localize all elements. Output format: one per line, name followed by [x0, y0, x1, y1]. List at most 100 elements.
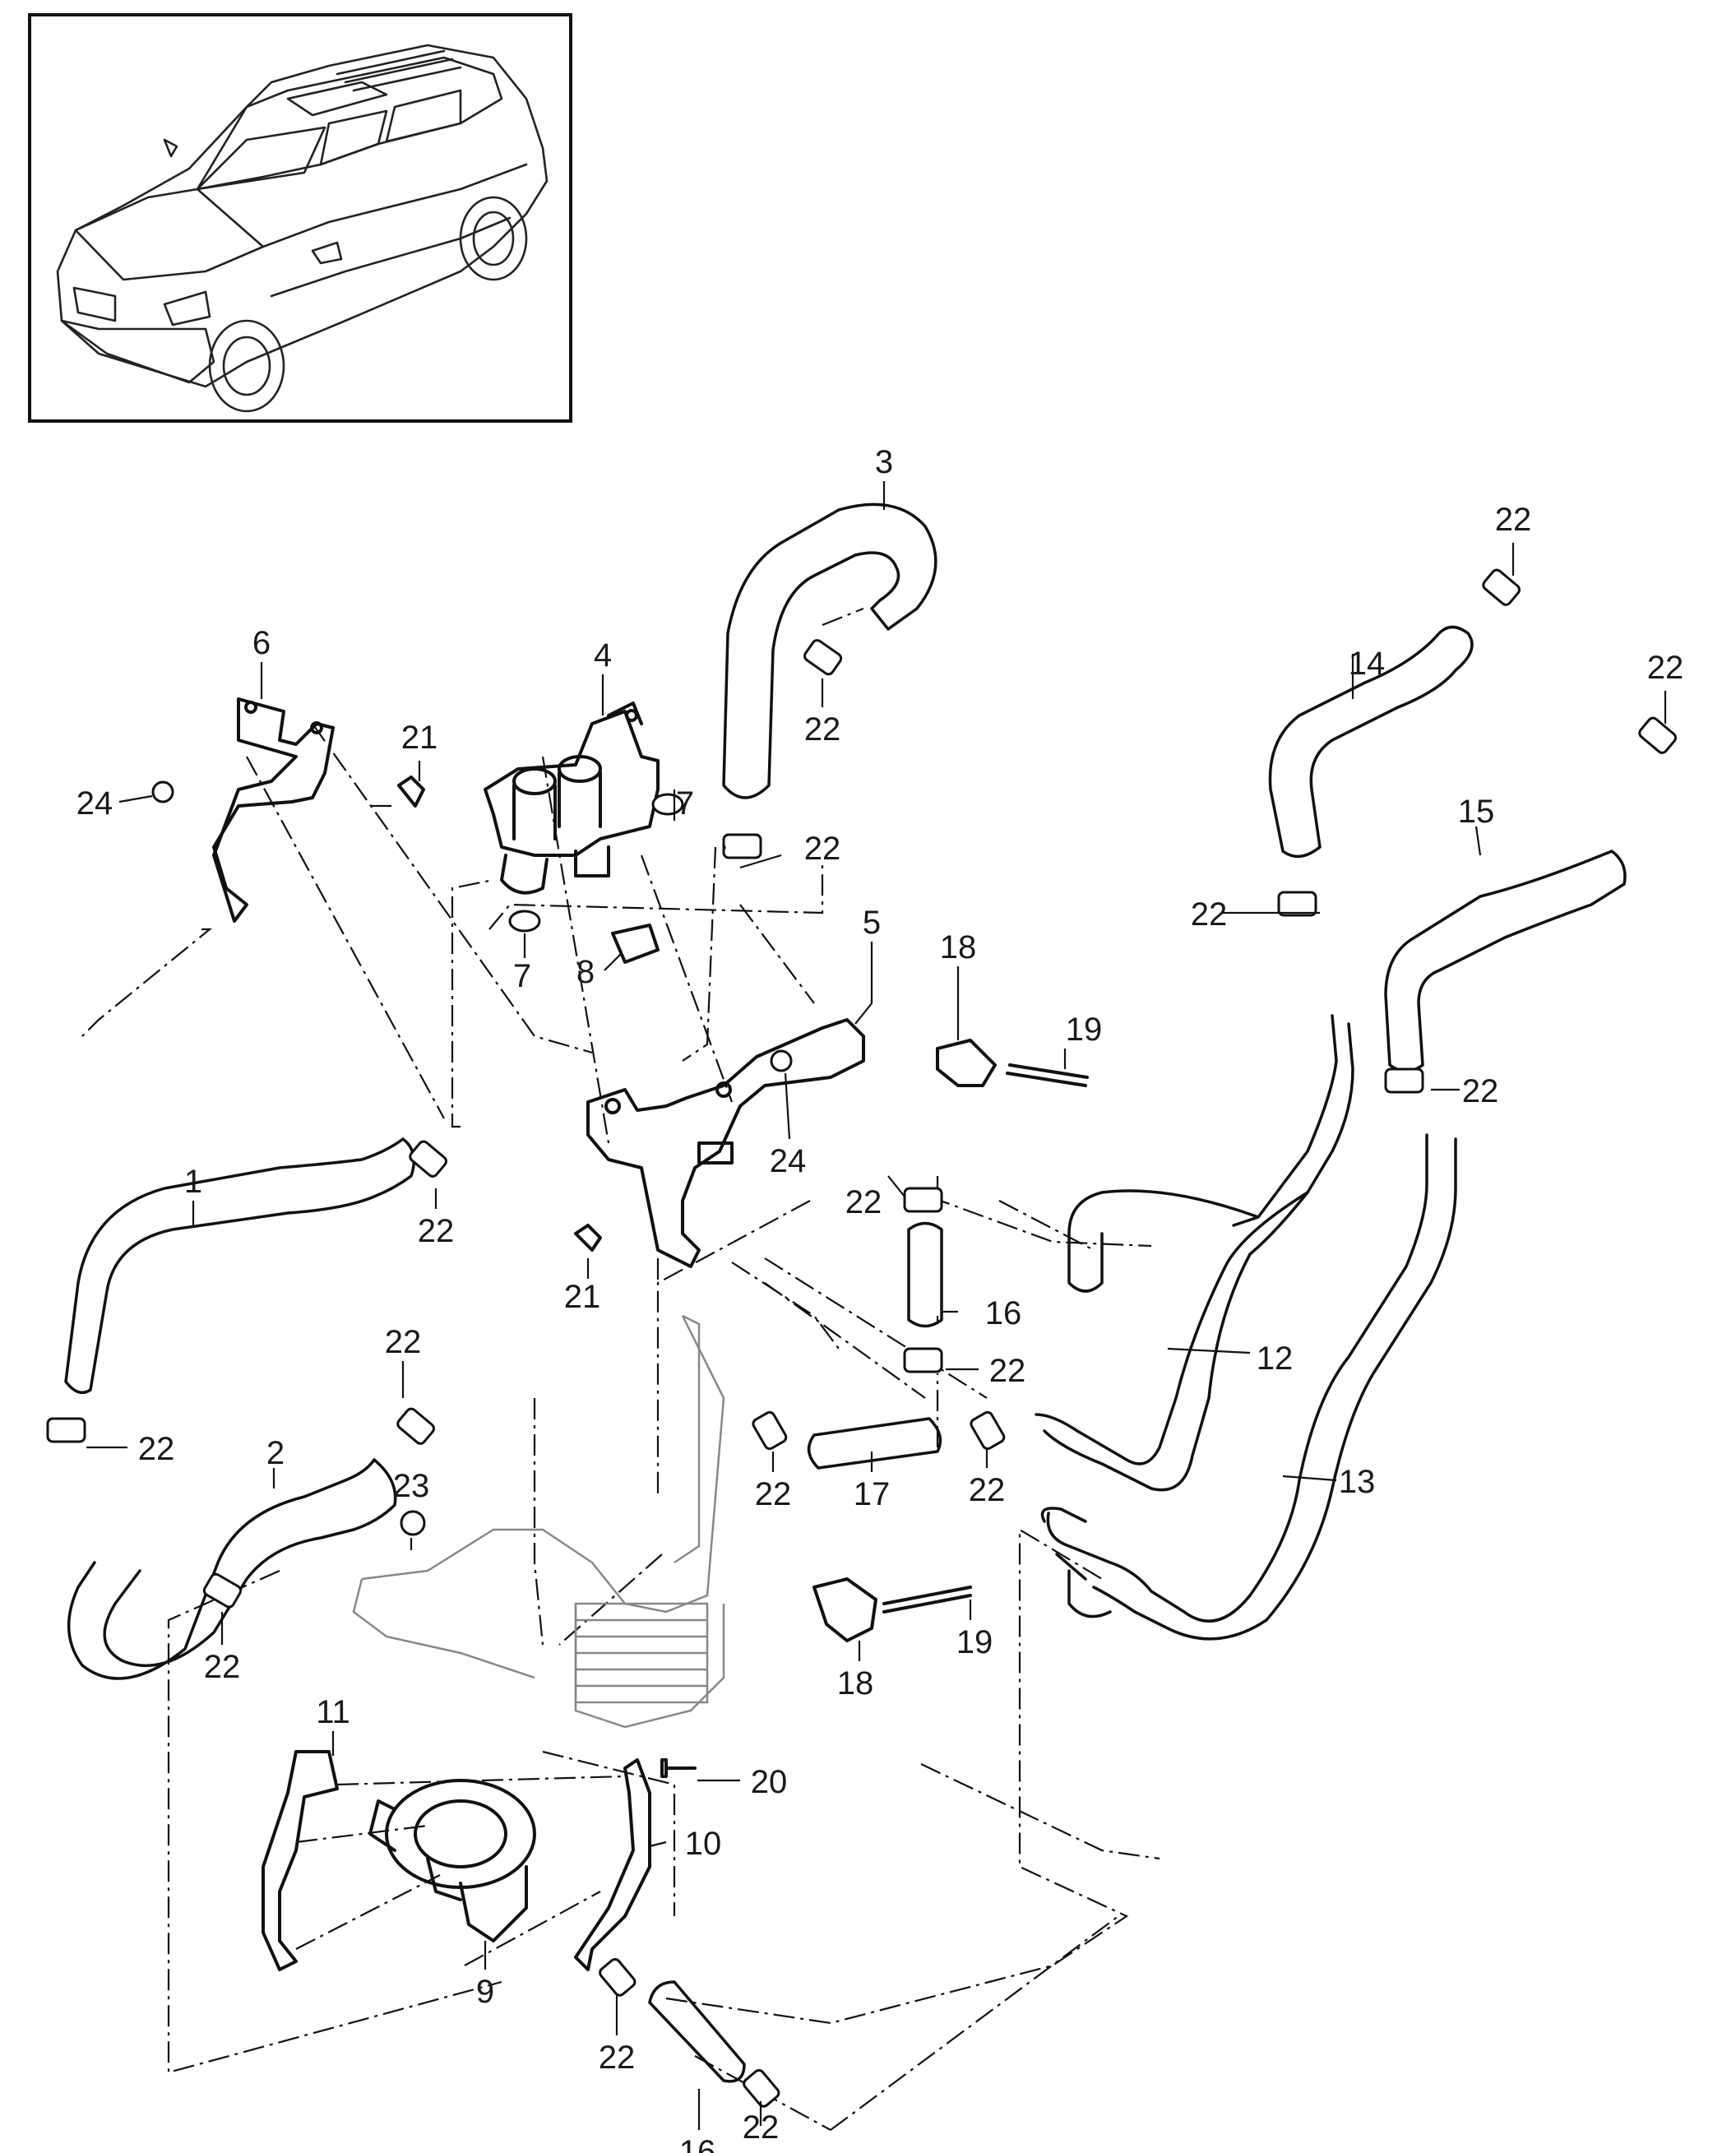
label-22-9: 22 — [385, 1324, 422, 1360]
heater-valve-4 — [484, 701, 660, 895]
label-22-13: 22 — [755, 1476, 792, 1512]
clamp-22-2 — [722, 833, 762, 859]
clamps-22 — [46, 568, 1678, 2108]
bracket-5 — [586, 1018, 865, 1268]
hose-16-lower — [648, 1980, 746, 2083]
label-9: 9 — [476, 1974, 494, 2010]
clamp-22-14 — [970, 1410, 1006, 1451]
label-14: 14 — [1349, 646, 1386, 682]
clamp-22-7 — [409, 1140, 448, 1178]
hose-17 — [807, 1417, 942, 1470]
label-22-16: 22 — [743, 2109, 780, 2146]
components — [151, 697, 1089, 1971]
label-17: 17 — [854, 1476, 891, 1512]
leader-lines — [86, 481, 1667, 2130]
grommet-7a — [508, 910, 541, 933]
hose-16-upper — [907, 1221, 943, 1328]
connector-8 — [611, 924, 660, 964]
clamp-22-4 — [1638, 716, 1678, 754]
bolt-19-upper — [1006, 1063, 1089, 1087]
clamp-22-8 — [46, 1417, 86, 1443]
hose-3 — [722, 502, 937, 799]
label-16b: 16 — [679, 2134, 716, 2153]
label-22-11: 22 — [845, 1184, 882, 1220]
label-6: 6 — [252, 625, 271, 661]
label-11: 11 — [316, 1694, 350, 1730]
label-10: 10 — [685, 1826, 722, 1862]
hose-15 — [1384, 850, 1627, 1073]
clamp-22-13 — [752, 1410, 788, 1451]
suv-illustration — [56, 44, 549, 413]
nut-23 — [400, 1510, 426, 1536]
bracket-6 — [212, 697, 335, 923]
label-24b: 24 — [770, 1143, 807, 1179]
clamp-22-15 — [599, 1957, 637, 1997]
label-21b: 21 — [564, 1279, 601, 1315]
label-18a: 18 — [940, 929, 977, 965]
assembly-lines — [81, 607, 1160, 2131]
part-labels: 3 6 4 21 24 7 7 8 5 18 19 24 21 1 2 23 1… — [76, 444, 1684, 2153]
clamp-22-9 — [396, 1407, 436, 1445]
label-20: 20 — [751, 1764, 788, 1800]
clamp-22-10 — [202, 1572, 243, 1609]
hose-12 — [1035, 1014, 1354, 1492]
label-22-4: 22 — [1647, 650, 1684, 686]
label-13: 13 — [1339, 1464, 1376, 1500]
label-7a: 7 — [513, 958, 531, 994]
label-3: 3 — [875, 444, 893, 480]
clamp-22-1 — [803, 639, 843, 676]
label-22-2: 22 — [804, 831, 841, 867]
label-22-6: 22 — [1462, 1073, 1499, 1109]
clamp-22-5 — [1277, 891, 1317, 917]
label-22-3: 22 — [1495, 502, 1532, 538]
hose-13 — [1046, 1133, 1457, 1641]
label-7b: 7 — [676, 785, 694, 822]
hoses — [64, 502, 1627, 2083]
clip-18-lower — [812, 1577, 877, 1642]
label-19b: 19 — [956, 1624, 993, 1660]
bracket-10 — [574, 1758, 651, 1971]
label-22-12: 22 — [989, 1353, 1026, 1389]
label-22-15: 22 — [599, 2040, 636, 2076]
bolt-20 — [660, 1758, 697, 1778]
label-1: 1 — [184, 1164, 202, 1200]
label-22-1: 22 — [804, 711, 841, 748]
label-12: 12 — [1257, 1340, 1294, 1377]
label-5: 5 — [863, 905, 881, 941]
nut-24a — [151, 780, 174, 803]
label-8: 8 — [576, 954, 595, 990]
nut-24b — [770, 1049, 793, 1072]
label-22-5: 22 — [1191, 896, 1228, 933]
label-22-8: 22 — [138, 1431, 175, 1467]
label-22-7: 22 — [418, 1213, 455, 1249]
clamp-22-12 — [903, 1347, 943, 1373]
bolt-19-lower — [882, 1586, 972, 1614]
clamp-22-16 — [743, 2068, 780, 2108]
hose-14 — [1268, 625, 1474, 859]
label-19a: 19 — [1066, 1012, 1103, 1048]
cooler-assembly — [352, 1314, 725, 1729]
clamp-22-11 — [903, 1187, 943, 1213]
inset-frame — [28, 13, 572, 423]
label-18b: 18 — [837, 1665, 874, 1702]
label-16a: 16 — [985, 1295, 1022, 1331]
label-24a: 24 — [76, 785, 113, 822]
label-21a: 21 — [401, 720, 438, 756]
label-2: 2 — [266, 1435, 285, 1471]
clamp-22-6 — [1384, 1067, 1424, 1094]
water-pump-9 — [368, 1779, 536, 1942]
label-22-10: 22 — [204, 1649, 241, 1685]
label-22-14: 22 — [969, 1472, 1006, 1508]
hose-1 — [64, 1137, 416, 1395]
label-15: 15 — [1458, 794, 1495, 830]
bolt-21a — [397, 776, 425, 808]
hose-2 — [67, 1458, 397, 1680]
label-23: 23 — [393, 1468, 430, 1504]
vehicle-inset — [28, 13, 572, 423]
clip-18-upper — [936, 1039, 997, 1087]
bracket-11 — [262, 1750, 339, 1971]
label-4: 4 — [594, 637, 612, 674]
bolt-21b — [574, 1224, 602, 1252]
clamp-22-3 — [1482, 568, 1521, 606]
